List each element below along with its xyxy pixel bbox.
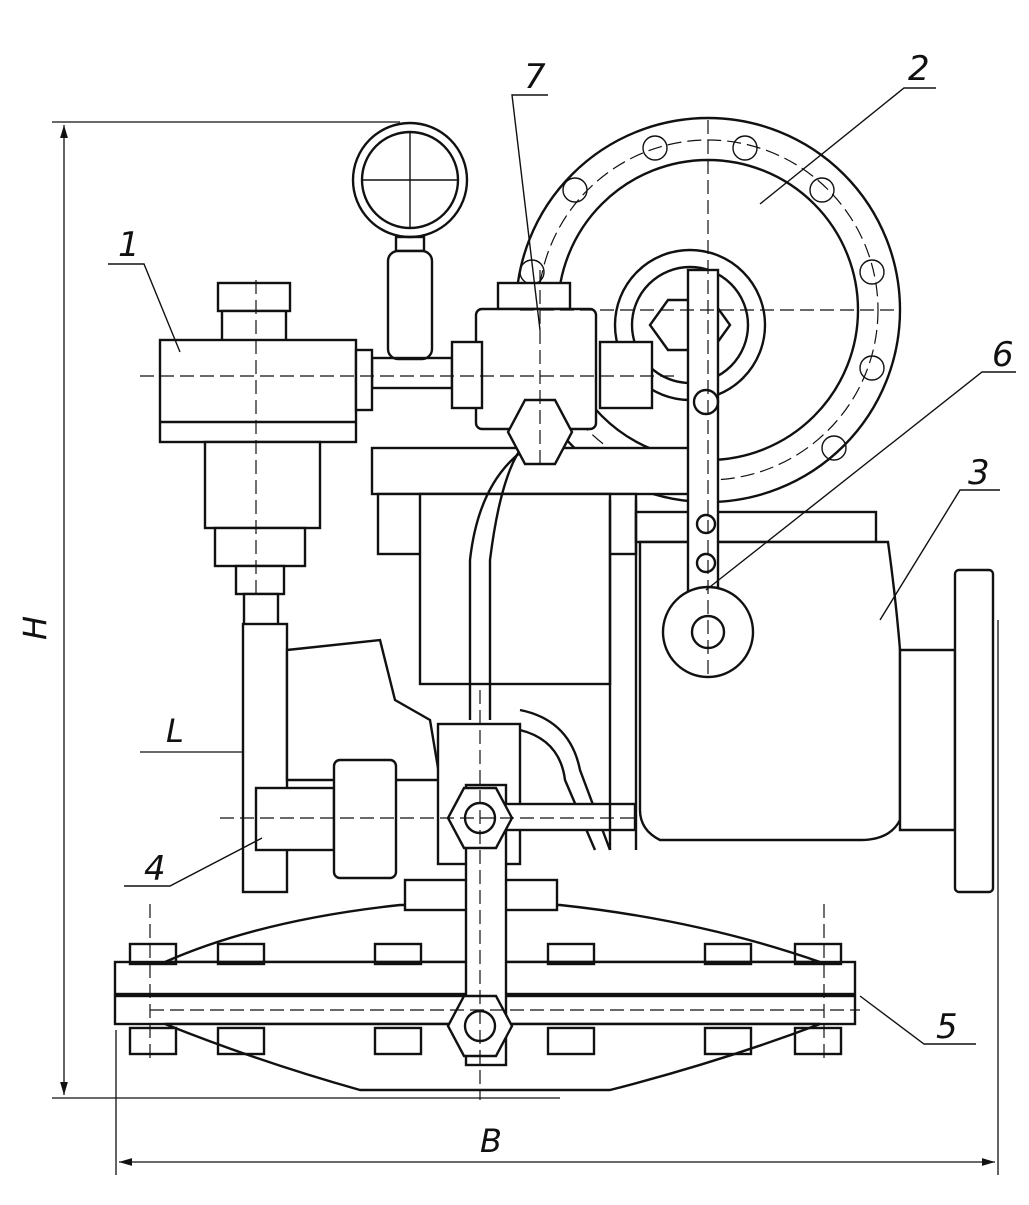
callout-5: 5: [936, 1007, 958, 1047]
dimension-labels: H B L: [16, 616, 502, 1160]
callout-4: 4: [144, 849, 166, 889]
pressure-gauge: [351, 121, 469, 390]
leader-lines: [108, 87, 1016, 1045]
centre-lines: [140, 120, 900, 1100]
dimension-label-l: L: [166, 712, 184, 750]
callout-2: 2: [908, 49, 930, 89]
dimension-h: [52, 121, 560, 1099]
callout-3: 3: [968, 453, 990, 493]
dimension-b: [115, 620, 999, 1175]
tee-fitting: [254, 758, 398, 880]
callout-7: 7: [524, 57, 546, 97]
callout-6: 6: [992, 335, 1014, 375]
dimension-label-h: H: [16, 616, 54, 640]
callout-labels: 1 2 3 4 5 6 7: [118, 49, 1014, 1047]
callout-1: 1: [118, 225, 140, 265]
dimension-label-b: B: [480, 1122, 502, 1160]
